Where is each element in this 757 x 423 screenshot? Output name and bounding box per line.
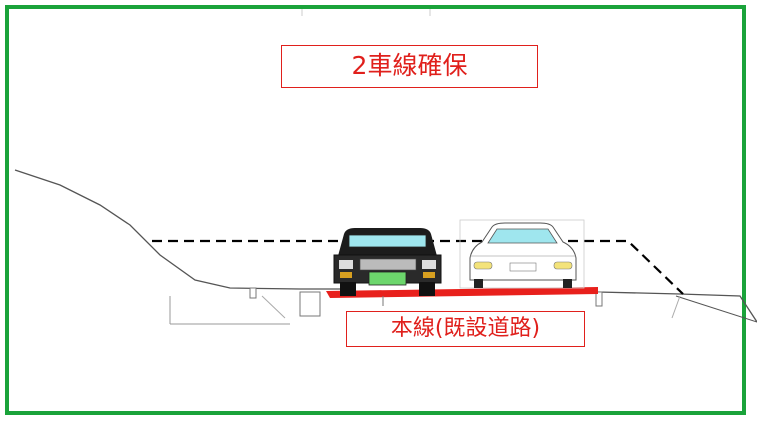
right-wall-slope [671, 295, 681, 319]
terrain-line-right [597, 291, 757, 323]
diagram-frame [5, 5, 746, 415]
left-curb [249, 287, 257, 299]
left-ditch [299, 291, 321, 317]
dark-sedan [333, 228, 442, 306]
left-wall-slope [261, 295, 286, 319]
main-road-label: 本線(既設道路) [346, 311, 585, 347]
right-curb [595, 291, 603, 307]
terrain-slope-right [675, 295, 757, 323]
terrain-line [14, 169, 340, 290]
white-sedan [459, 219, 585, 289]
two-lane-label: 2車線確保 [281, 45, 538, 88]
existing-road-surface [326, 287, 598, 298]
